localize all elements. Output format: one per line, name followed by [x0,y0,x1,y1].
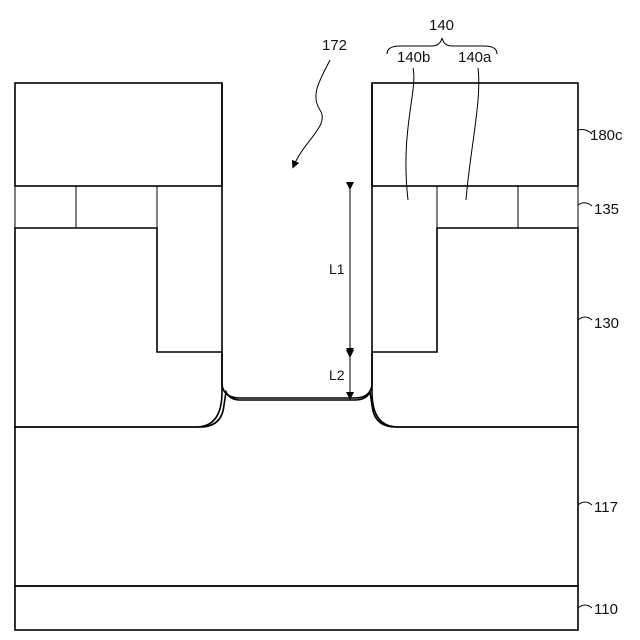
label-140b: 140b [397,49,430,66]
label-117: 117 [594,499,618,516]
label-172: 172 [322,37,347,54]
leader-110 [578,605,592,608]
label-180c: 180c [590,127,623,144]
body-layer-130-left [15,228,222,427]
liner-140a-left [76,186,157,228]
label-110: 110 [594,601,618,618]
leader-135 [578,203,592,206]
leader-130 [578,317,592,320]
substrate-layer-110 [15,586,578,630]
leader-140b [406,68,414,200]
leader-117 [578,502,592,505]
cap-layer-135-left [15,186,76,228]
top-layer-180c-right [372,83,578,186]
leader-140a [466,68,479,200]
label-l1: L1 [329,261,345,277]
trench-pointer-arrow [294,60,330,165]
top-layer-180c-left [15,83,222,186]
liner-140b-right [372,186,437,352]
body-layer-130-right [372,228,578,427]
label-140a: 140a [458,49,492,66]
label-l2: L2 [329,367,345,383]
lower-layer-117 [15,392,578,586]
label-140: 140 [429,17,454,34]
cap-layer-135-right [518,186,578,228]
label-130: 130 [594,315,619,332]
liner-140b-left [157,186,222,352]
liner-140a-right [437,186,518,228]
label-135: 135 [594,201,619,218]
